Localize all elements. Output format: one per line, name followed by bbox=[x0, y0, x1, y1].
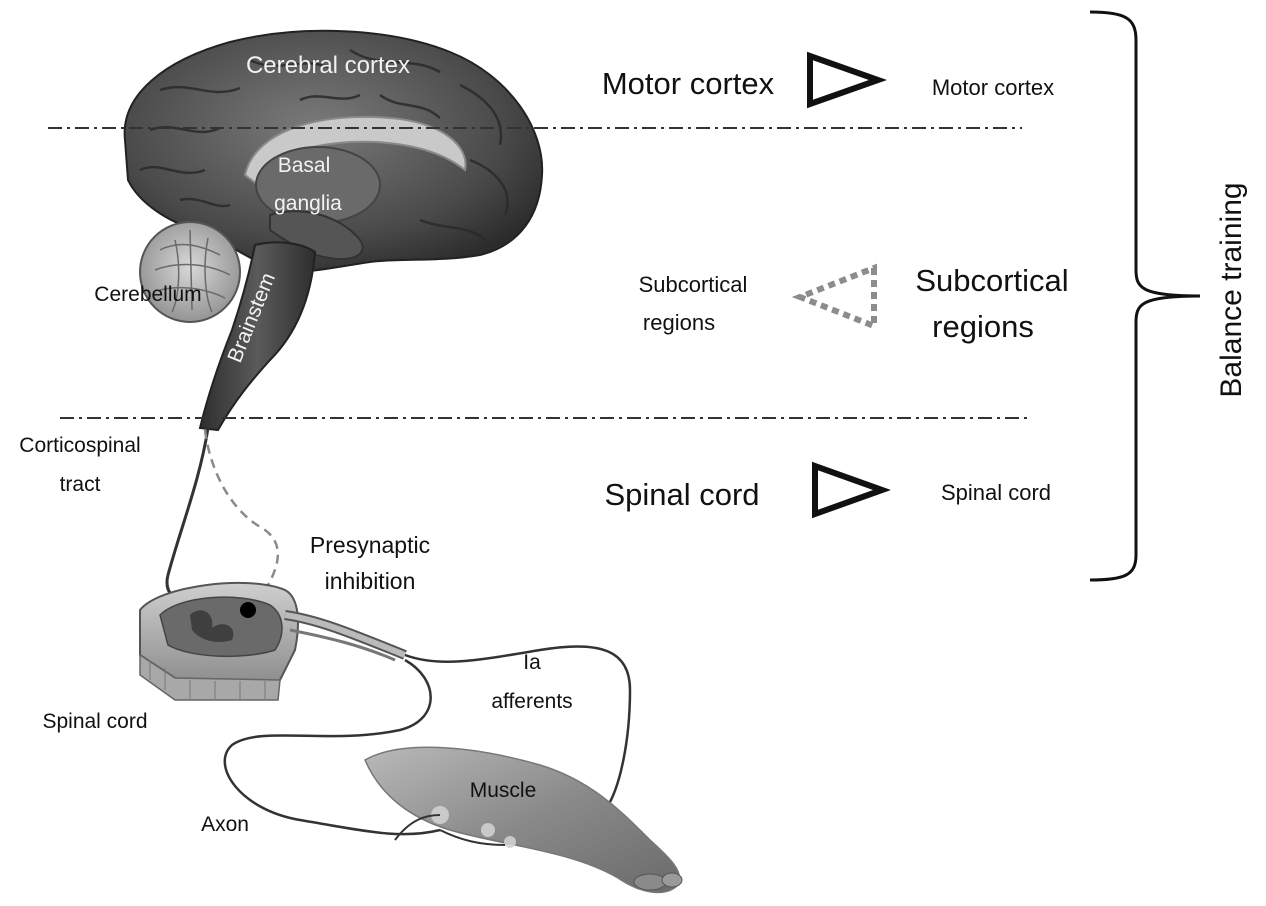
motor-cortex-small-label: Motor cortex bbox=[932, 75, 1054, 100]
label-corticospinal-line2: tract bbox=[60, 473, 101, 496]
motor-cortex-large-label: Motor cortex bbox=[602, 66, 775, 101]
label-cerebellum: Cerebellum bbox=[94, 283, 201, 306]
muscle-illustration bbox=[365, 747, 682, 892]
label-axon: Axon bbox=[201, 813, 249, 836]
brain-illustration bbox=[125, 31, 543, 430]
label-spinal-cord-anatomy: Spinal cord bbox=[42, 710, 147, 733]
subcortical-small-label-line2: regions bbox=[643, 310, 715, 335]
balance-training-label: Balance training bbox=[1215, 182, 1248, 397]
subcortical-large-label-line1: Subcortical bbox=[915, 263, 1068, 298]
label-ia-afferents-line2: afferents bbox=[491, 690, 572, 713]
motor-cortex-decrease-triangle bbox=[810, 56, 878, 104]
spinal-cord-decrease-triangle bbox=[815, 466, 882, 514]
label-muscle: Muscle bbox=[470, 779, 537, 802]
nerve-root-bundle bbox=[285, 615, 405, 660]
label-basal-ganglia-line2: ganglia bbox=[274, 192, 342, 215]
label-ia-afferents-line1: Ia bbox=[523, 651, 541, 674]
label-basal-ganglia-line1: Basal bbox=[278, 154, 331, 177]
label-presynaptic-line2: inhibition bbox=[325, 568, 416, 594]
subcortical-large-label-line2: regions bbox=[932, 309, 1034, 344]
spinal-cord-small-label: Spinal cord bbox=[941, 480, 1051, 505]
label-corticospinal-line1: Corticospinal bbox=[19, 434, 140, 457]
subcortical-small-label-line1: Subcortical bbox=[639, 272, 748, 297]
spinal-cord-segment bbox=[140, 583, 298, 700]
presynaptic-inhibition-path bbox=[205, 430, 278, 585]
label-presynaptic-line1: Presynaptic bbox=[310, 532, 430, 558]
label-cerebral-cortex: Cerebral cortex bbox=[246, 52, 410, 79]
subcortical-increase-triangle bbox=[800, 268, 874, 326]
spinal-cord-large-label: Spinal cord bbox=[604, 477, 759, 512]
synapse-dot bbox=[240, 602, 256, 618]
balance-training-bracket bbox=[1090, 12, 1200, 580]
